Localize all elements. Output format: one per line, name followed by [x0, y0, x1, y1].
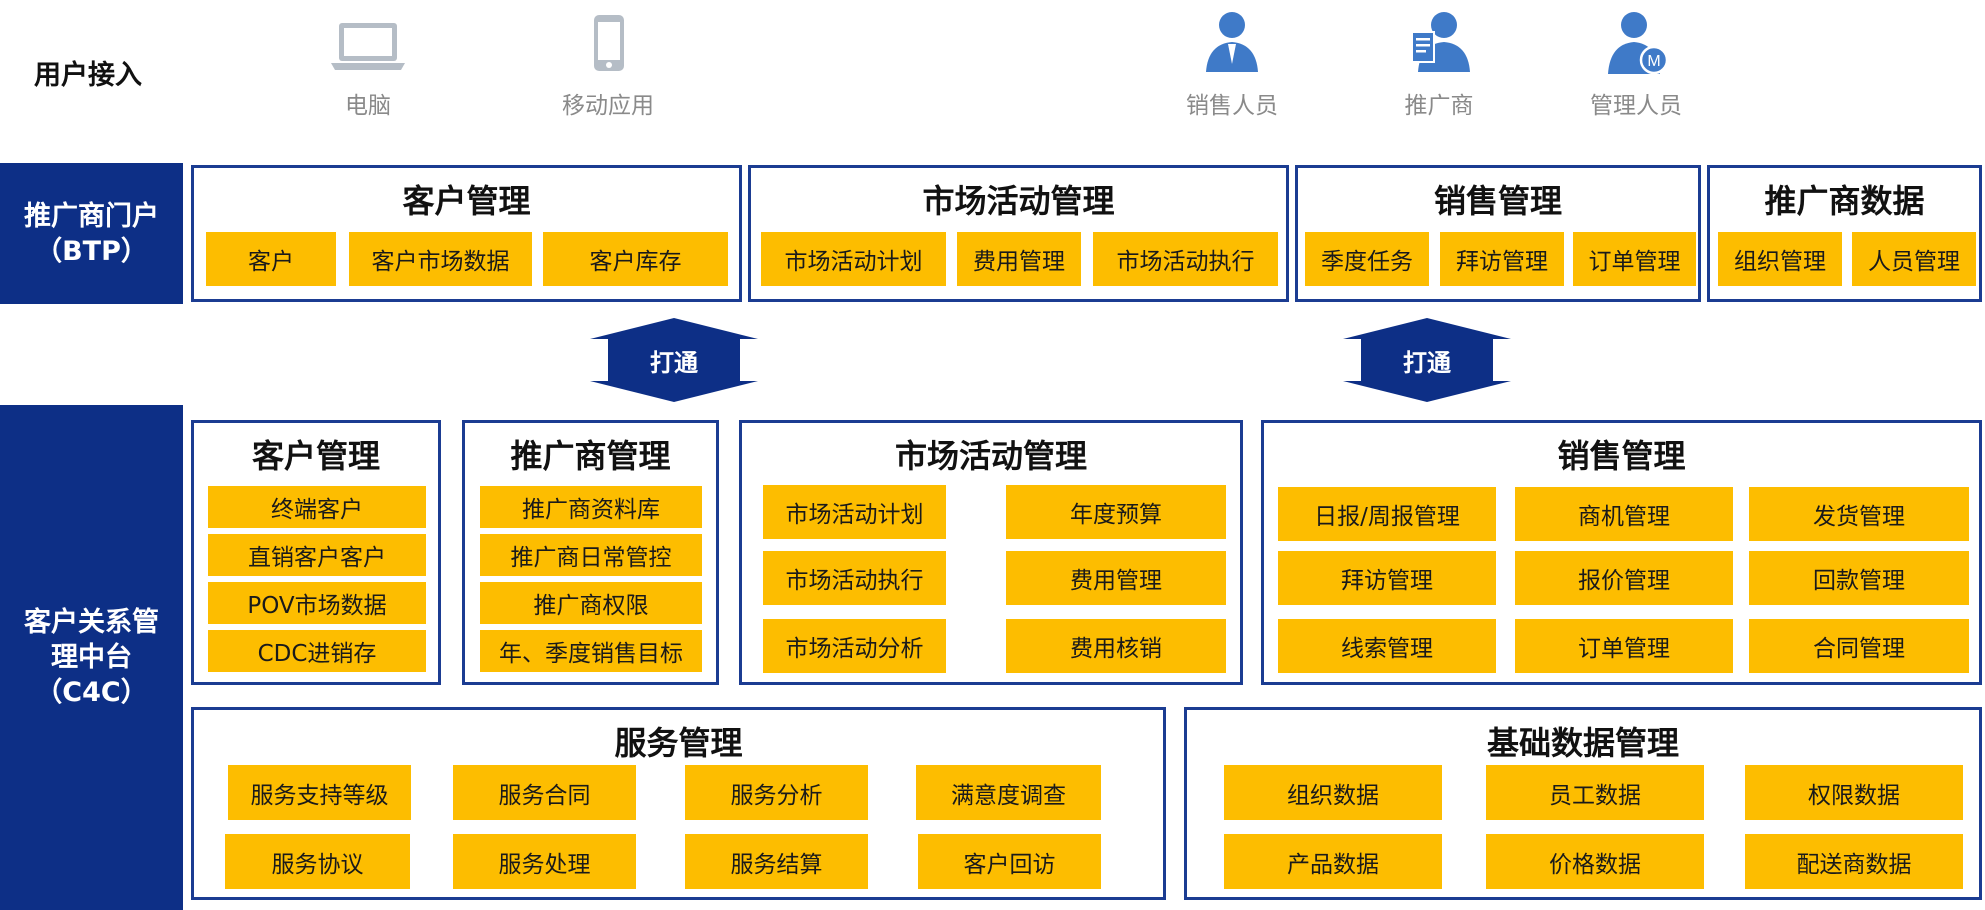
c4c-item: 服务支持等级	[228, 765, 411, 820]
c4c-side-line3: （C4C）	[35, 677, 148, 708]
c4c-panel-service: 服务管理 服务支持等级 服务合同 服务分析 满意度调查 服务协议 服务处理 服务…	[191, 707, 1166, 900]
c4c-item: 合同管理	[1749, 619, 1969, 673]
c4c-item: 商机管理	[1515, 487, 1733, 541]
c4c-item: 服务结算	[685, 834, 868, 889]
access-label-laptop: 电脑	[345, 93, 391, 119]
c4c-item: 日报/周报管理	[1278, 487, 1496, 541]
btp-panel-promoter-data-title: 推广商数据	[1764, 182, 1925, 220]
access-label-mobile: 移动应用	[562, 93, 654, 119]
promoter-icon	[1410, 8, 1472, 72]
c4c-item: 配送商数据	[1745, 834, 1963, 889]
c4c-item: 推广商权限	[480, 582, 702, 624]
btp-panel-marketing-title: 市场活动管理	[922, 182, 1115, 220]
c4c-panel-customer-title: 客户管理	[251, 437, 380, 475]
btp-panel-customer: 客户管理 客户 客户市场数据 客户库存	[191, 165, 742, 302]
btp-item: 季度任务	[1305, 232, 1429, 286]
c4c-panel-sales: 销售管理 日报/周报管理 商机管理 发货管理 拜访管理 报价管理 回款管理 线索…	[1261, 420, 1982, 685]
btp-item: 人员管理	[1852, 232, 1976, 286]
c4c-panel-service-title: 服务管理	[614, 724, 743, 762]
c4c-item: 客户回访	[918, 834, 1101, 889]
c4c-item: 服务处理	[453, 834, 636, 889]
c4c-item: 终端客户	[208, 486, 426, 528]
btp-side-label: 推广商门户 （BTP）	[0, 163, 183, 304]
c4c-item: 订单管理	[1515, 619, 1733, 673]
c4c-item: 市场活动计划	[763, 485, 946, 539]
access-label-manager: 管理人员	[1590, 93, 1682, 119]
c4c-item: 推广商资料库	[480, 486, 702, 528]
c4c-item: 线索管理	[1278, 619, 1496, 673]
svg-text:M: M	[1647, 53, 1660, 70]
arrow-label-left: 打通	[650, 349, 698, 377]
btp-side-line2: （BTP）	[35, 235, 148, 267]
btp-panel-customer-title: 客户管理	[402, 182, 531, 220]
btp-item: 客户	[206, 232, 336, 286]
bidirectional-arrow-right: 打通	[1343, 318, 1511, 402]
c4c-item: 服务协议	[225, 834, 410, 889]
btp-panel-marketing: 市场活动管理 市场活动计划 费用管理 市场活动执行	[748, 165, 1289, 302]
c4c-panel-promoter: 推广商管理 推广商资料库 推广商日常管控 推广商权限 年、季度销售目标	[462, 420, 719, 685]
c4c-item: 服务分析	[685, 765, 868, 820]
c4c-side-line1: 客户关系管	[24, 607, 159, 638]
c4c-item: 年度预算	[1006, 485, 1226, 539]
c4c-item: 费用核销	[1006, 619, 1226, 673]
c4c-item: 推广商日常管控	[480, 534, 702, 576]
btp-side-line1: 推广商门户	[24, 200, 159, 232]
arrow-label-right: 打通	[1403, 349, 1451, 377]
c4c-item: 员工数据	[1486, 765, 1704, 820]
c4c-item: 市场活动分析	[763, 619, 946, 673]
btp-panel-promoter-data: 推广商数据 组织管理 人员管理	[1707, 165, 1982, 302]
sales-person-icon	[1202, 8, 1262, 72]
btp-item: 组织管理	[1718, 232, 1842, 286]
btp-panel-sales-title: 销售管理	[1433, 182, 1562, 220]
c4c-side-line2: 理中台	[51, 642, 132, 673]
btp-item: 客户市场数据	[349, 232, 532, 286]
c4c-item: 回款管理	[1749, 551, 1969, 605]
access-label-sales: 销售人员	[1186, 93, 1278, 119]
btp-item: 市场活动计划	[761, 232, 946, 286]
c4c-panel-master-data-title: 基础数据管理	[1486, 724, 1679, 762]
btp-item: 拜访管理	[1440, 232, 1564, 286]
btp-item: 市场活动执行	[1093, 232, 1278, 286]
c4c-panel-customer: 客户管理 终端客户 直销客户客户 POV市场数据 CDC进销存	[191, 420, 441, 685]
c4c-side-label: 客户关系管 理中台 （C4C）	[0, 405, 183, 910]
c4c-panel-master-data: 基础数据管理 组织数据 员工数据 权限数据 产品数据 价格数据 配送商数据	[1184, 707, 1982, 900]
laptop-icon	[330, 20, 406, 72]
c4c-item: 组织数据	[1224, 765, 1442, 820]
c4c-item: 权限数据	[1745, 765, 1963, 820]
c4c-item: 产品数据	[1224, 834, 1442, 889]
c4c-item: 报价管理	[1515, 551, 1733, 605]
access-section-title: 用户接入	[34, 60, 142, 91]
c4c-item: 直销客户客户	[208, 534, 426, 576]
c4c-item: 服务合同	[453, 765, 636, 820]
c4c-item: 年、季度销售目标	[480, 630, 702, 672]
btp-panel-sales: 销售管理 季度任务 拜访管理 订单管理	[1295, 165, 1701, 302]
c4c-panel-marketing: 市场活动管理 市场活动计划 年度预算 市场活动执行 费用管理 市场活动分析 费用…	[739, 420, 1243, 685]
c4c-panel-promoter-title: 推广商管理	[510, 437, 671, 475]
btp-item: 客户库存	[543, 232, 728, 286]
c4c-item: POV市场数据	[208, 582, 426, 624]
access-label-promoter: 推广商	[1404, 93, 1474, 119]
c4c-item: 拜访管理	[1278, 551, 1496, 605]
c4c-panel-sales-title: 销售管理	[1557, 437, 1686, 475]
c4c-panel-marketing-title: 市场活动管理	[894, 437, 1087, 475]
c4c-item: 满意度调查	[916, 765, 1101, 820]
mobile-phone-icon	[592, 14, 626, 72]
c4c-item: 价格数据	[1486, 834, 1704, 889]
bidirectional-arrow-left: 打通	[590, 318, 758, 402]
c4c-item: 费用管理	[1006, 551, 1226, 605]
c4c-item: 发货管理	[1749, 487, 1969, 541]
btp-item: 费用管理	[957, 232, 1081, 286]
c4c-item: CDC进销存	[208, 630, 426, 672]
btp-item: 订单管理	[1573, 232, 1696, 286]
manager-icon: M	[1604, 8, 1670, 76]
c4c-item: 市场活动执行	[763, 551, 946, 605]
